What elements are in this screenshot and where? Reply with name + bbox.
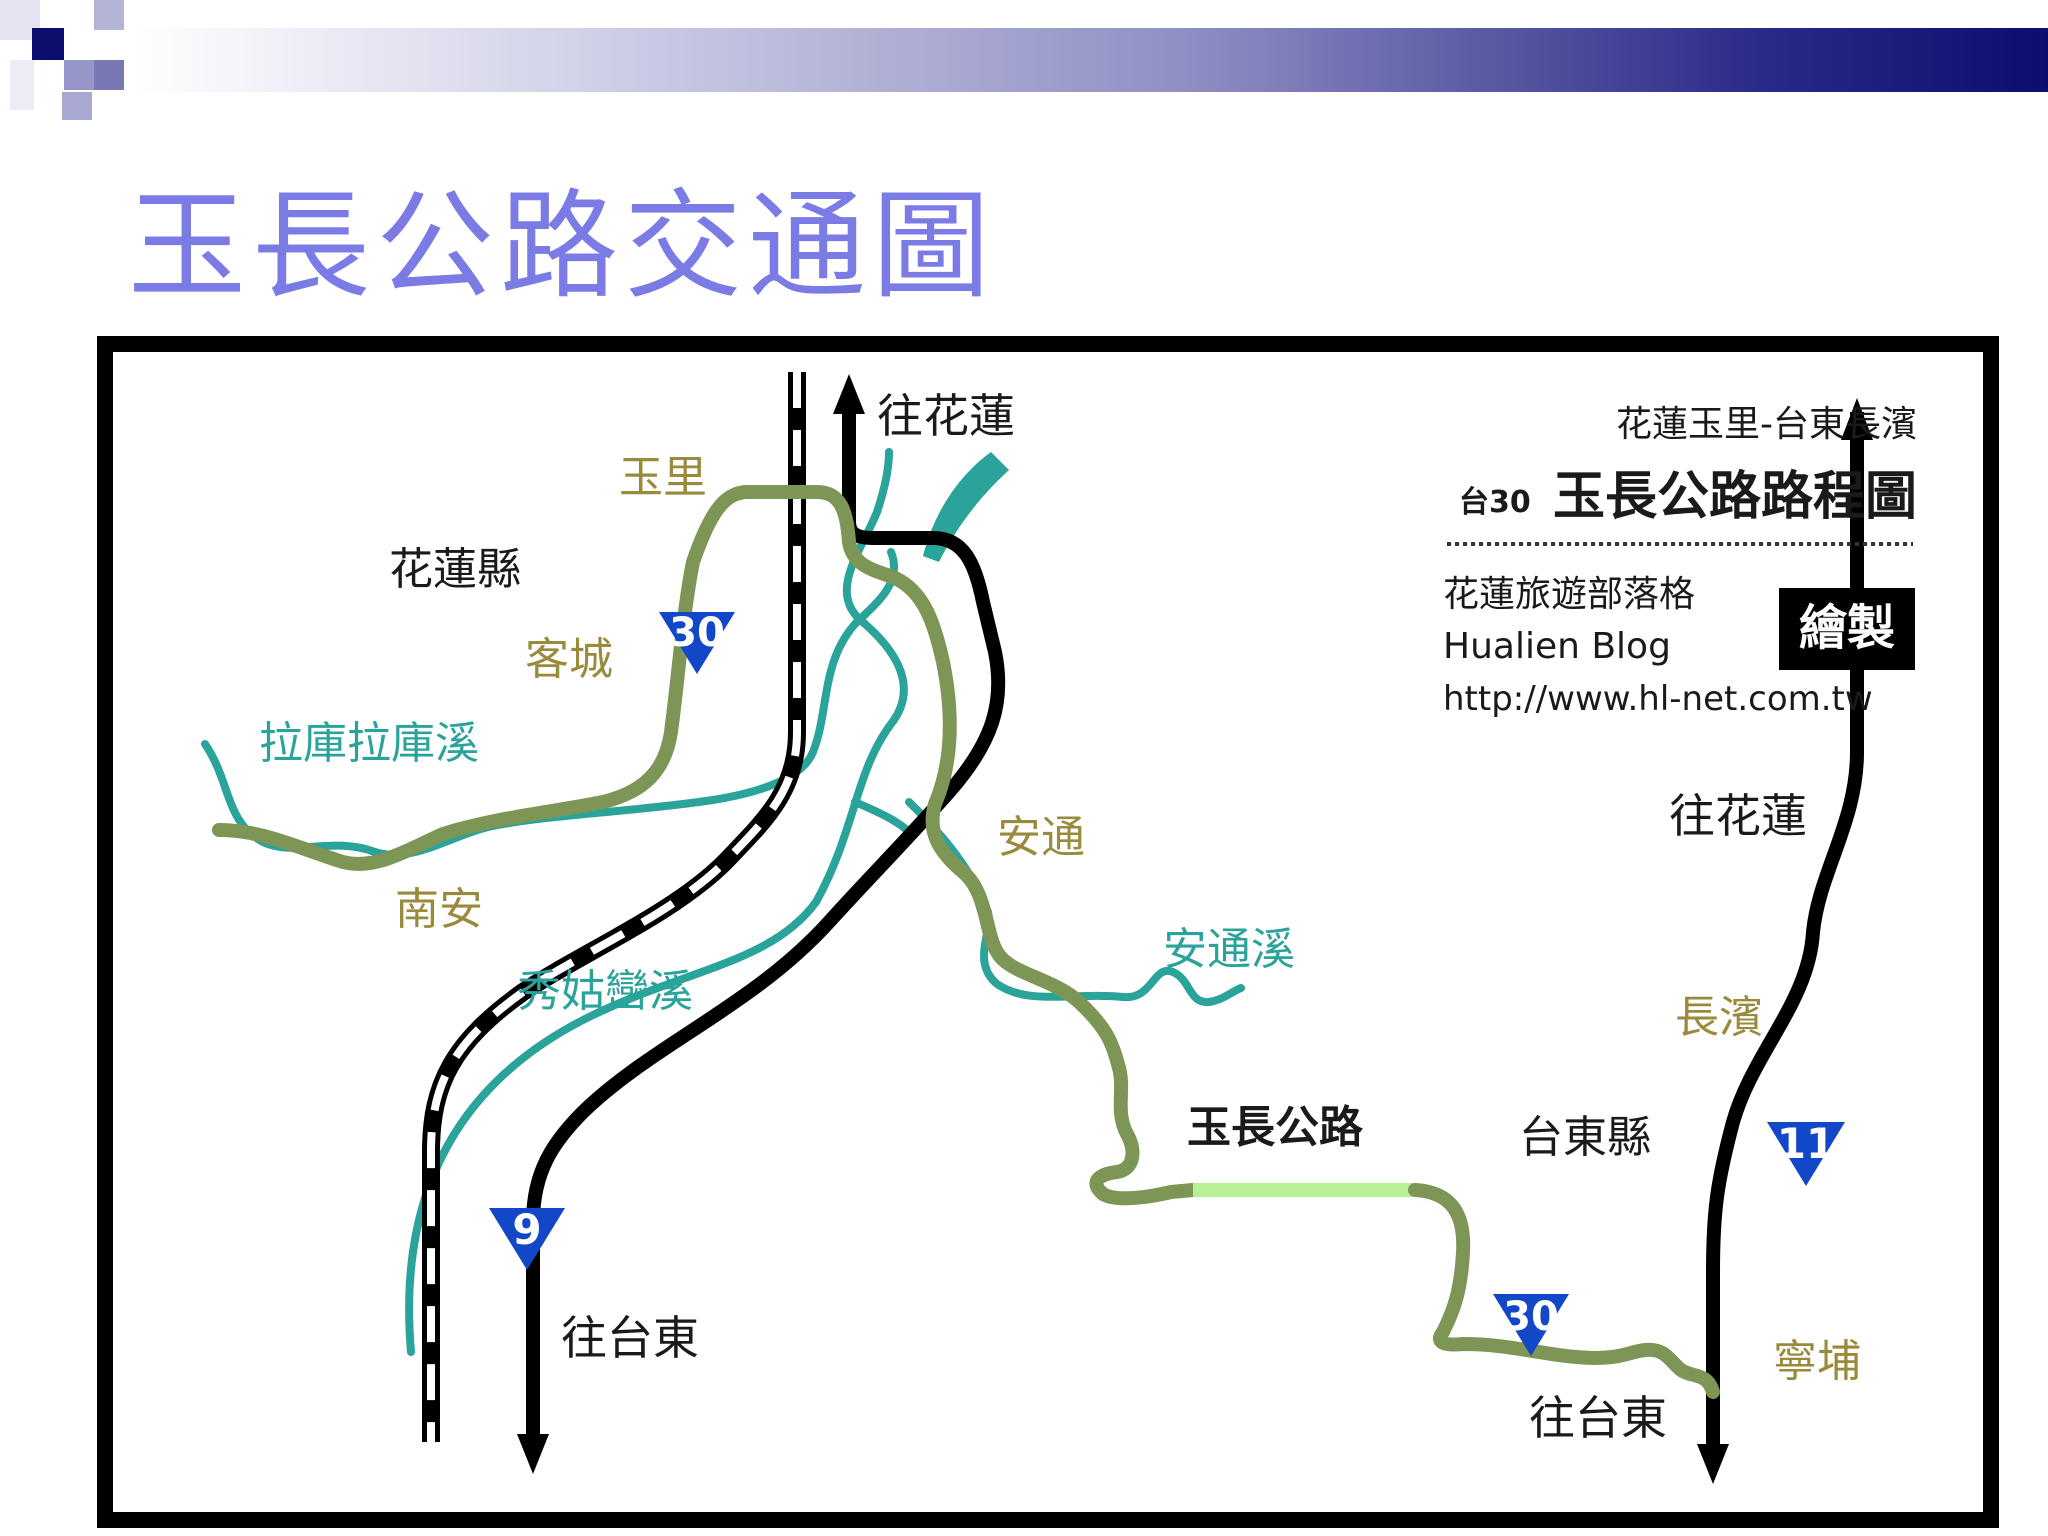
decor-square: [64, 60, 94, 90]
river-branch: [851, 798, 913, 836]
label-taitung-county: 台東縣: [1519, 1112, 1651, 1163]
svg-text:30: 30: [669, 610, 725, 656]
credit-prefix: 台30: [1459, 485, 1531, 520]
label-kecheng: 客城: [525, 634, 613, 685]
label-yuchang-road: 玉長公路: [1187, 1102, 1364, 1153]
label-north-east: 往花蓮: [1669, 789, 1807, 843]
map-frame: 30 9 30 11 玉里 花蓮縣 客城 拉庫拉庫溪 南安 秀姑巒溪 安通 安通…: [97, 336, 1999, 1528]
label-antong: 安通: [997, 812, 1085, 863]
railway-line: [422, 372, 806, 1442]
highway-11: [1706, 412, 1864, 1462]
slide-title: 玉長公路交通圖: [128, 177, 997, 315]
credit-url: http://www.hl-net.com.tw: [1443, 679, 1873, 719]
credit-title: 玉長公路路程圖: [1553, 467, 1917, 527]
river-network: [201, 448, 1245, 1356]
route-map: 30 9 30 11 玉里 花蓮縣 客城 拉庫拉庫溪 南安 秀姑巒溪 安通 安通…: [201, 372, 1917, 1484]
svg-text:30: 30: [1503, 1294, 1559, 1340]
arrow-north-east: [1841, 398, 1873, 440]
highway-9: [526, 392, 1006, 1448]
decor-square: [94, 60, 124, 90]
label-north-center: 往花蓮: [877, 389, 1015, 443]
label-antong-creek: 安通溪: [1163, 924, 1295, 975]
label-nanan: 南安: [395, 884, 483, 935]
arrow-south-east: [1697, 1444, 1729, 1484]
label-changbin: 長濱: [1675, 992, 1763, 1043]
shield-11: 11: [1767, 1119, 1845, 1186]
label-south-east: 往台東: [1529, 1391, 1667, 1445]
svg-text:11: 11: [1777, 1119, 1835, 1168]
label-xiuguluan: 秀姑巒溪: [517, 966, 693, 1017]
credit-subtitle: 花蓮玉里-台東長濱: [1616, 404, 1917, 445]
credit-stamp: 繪製: [1799, 600, 1895, 656]
decor-square: [32, 28, 64, 60]
arrow-south-center: [517, 1434, 549, 1474]
label-ningpu: 寧埔: [1773, 1336, 1861, 1387]
label-lakulaku: 拉庫拉庫溪: [259, 718, 479, 769]
decor-square: [10, 60, 34, 110]
credit-stamp-box: [1779, 588, 1915, 670]
decor-square: [94, 0, 124, 30]
header-gradient-bar: [130, 28, 2048, 92]
shield-30-bottom: 30: [1493, 1294, 1569, 1356]
label-south-center: 往台東: [561, 1311, 699, 1365]
route-30-west: [212, 485, 1200, 1206]
shield-9: 9: [489, 1205, 565, 1270]
label-yuli: 玉里: [619, 452, 707, 503]
decor-square: [62, 92, 92, 120]
label-hualien-county: 花蓮縣: [389, 544, 521, 595]
credit-author-en: Hualien Blog: [1443, 626, 1671, 667]
credit-author: 花蓮旅遊部落格: [1443, 574, 1695, 615]
shield-30-top: 30: [659, 610, 735, 674]
svg-text:9: 9: [512, 1205, 541, 1254]
route-30-east: [1408, 1183, 1720, 1399]
arrow-north-center: [833, 374, 865, 414]
